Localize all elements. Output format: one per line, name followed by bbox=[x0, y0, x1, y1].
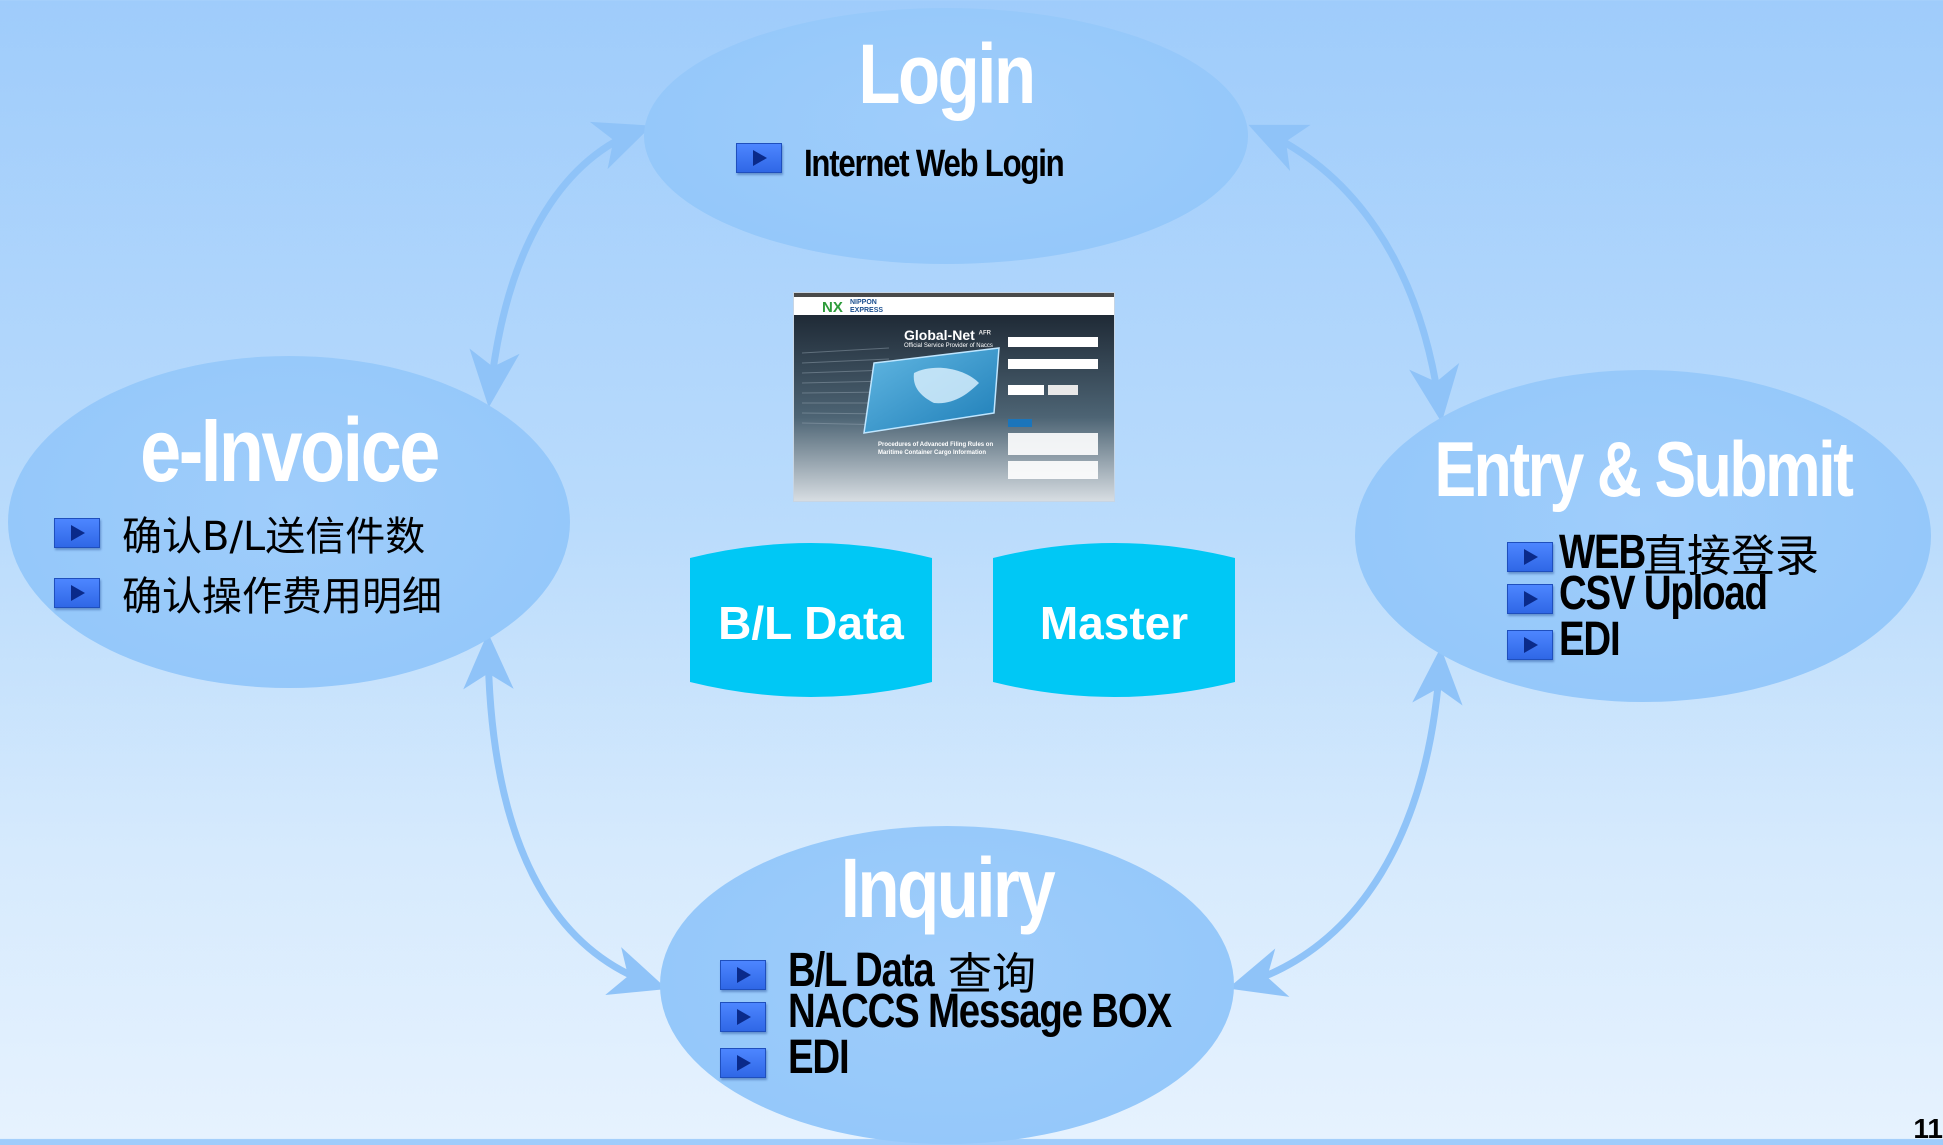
play-bullet-icon bbox=[1507, 542, 1553, 572]
login-title: Login bbox=[858, 27, 1036, 121]
einvoice-ellipse bbox=[8, 356, 570, 688]
einvoice-item-label: 确认操作费用明细 bbox=[122, 574, 442, 620]
entry-title: Entry & Submit bbox=[1434, 425, 1854, 513]
db-cylinder-master: Master bbox=[993, 536, 1235, 704]
einvoice-item: 确认操作费用明细 bbox=[54, 564, 442, 622]
login-ellipse bbox=[644, 8, 1248, 264]
inquiry-group: Inquiry B/L Data 查询 NACCS Message BOX ED… bbox=[660, 826, 1234, 1144]
global-net-caption: Procedures of Advanced Filing Rules on M… bbox=[878, 442, 994, 456]
play-bullet-icon bbox=[736, 142, 782, 173]
cylinder-shape bbox=[993, 543, 1235, 697]
global-net-screenshot: NX NIPPON EXPRESS Global-Net AFR Officia… bbox=[794, 293, 1114, 501]
play-bullet-icon bbox=[1507, 583, 1553, 614]
inquiry-item-bold: B/L Data bbox=[788, 943, 935, 997]
entry-item: WEB 直接登录 bbox=[1507, 520, 1819, 584]
screenshot-art bbox=[794, 293, 1114, 501]
inquiry-item: NACCS Message BOX bbox=[720, 984, 1267, 1039]
play-bullet-icon bbox=[720, 960, 766, 990]
entry-ellipse bbox=[1355, 370, 1931, 702]
inquiry-item-cjk: 查询 bbox=[948, 949, 1036, 1000]
cylinder-shape bbox=[690, 543, 932, 697]
global-net-title: Global-Net AFR bbox=[904, 327, 991, 343]
inquiry-item: EDI bbox=[720, 1030, 864, 1085]
arrow-einvoice-inquiry bbox=[463, 632, 667, 995]
db-cylinder-bl-data: B/L Data bbox=[690, 536, 932, 704]
inquiry-item-bold: EDI bbox=[788, 1031, 850, 1084]
inquiry-item-bold: NACCS Message BOX bbox=[788, 985, 1172, 1038]
page-number: 11 bbox=[1913, 1113, 1943, 1144]
play-bullet-icon bbox=[54, 518, 100, 548]
entry-item-bold: EDI bbox=[1559, 613, 1621, 666]
arrow-entry-inquiry bbox=[1227, 647, 1463, 997]
db-label: B/L Data bbox=[718, 597, 904, 649]
login-item: Internet Web Login bbox=[736, 142, 1120, 186]
einvoice-item: 确认B/L送信件数 bbox=[54, 504, 425, 562]
play-bullet-icon bbox=[720, 1001, 766, 1032]
entry-item: CSV Upload bbox=[1507, 566, 1819, 621]
arrow-login-entry bbox=[1248, 124, 1460, 423]
db-label: Master bbox=[1039, 597, 1189, 649]
global-net-title-suffix: AFR bbox=[978, 330, 992, 337]
einvoice-item-label: 确认B/L送信件数 bbox=[122, 514, 426, 560]
play-bullet-icon bbox=[720, 1047, 766, 1078]
play-bullet-icon bbox=[54, 578, 100, 608]
entry-item-cjk: 直接登录 bbox=[1643, 531, 1819, 582]
nx-logo-text: NX bbox=[822, 299, 843, 316]
inquiry-title: Inquiry bbox=[840, 841, 1056, 935]
einvoice-title: e-Invoice bbox=[140, 401, 440, 501]
einvoice-group: e-Invoice 确认B/L送信件数 确认操作费用明细 bbox=[8, 356, 570, 688]
entry-group: Entry & Submit WEB 直接登录 CSV Upload EDI bbox=[1355, 370, 1931, 702]
login-item-label: Internet Web Login bbox=[804, 143, 1065, 185]
global-net-title-text: Global-Net bbox=[904, 327, 975, 343]
entry-item: EDI bbox=[1507, 612, 1635, 667]
brand-name: NIPPON EXPRESS bbox=[850, 299, 884, 314]
global-net-subtitle: Official Service Provider of Naccs bbox=[904, 343, 993, 349]
arrow-login-einvoice bbox=[469, 121, 652, 408]
login-group: Login Internet Web Login bbox=[644, 8, 1248, 264]
entry-item-bold: CSV Upload bbox=[1559, 567, 1768, 620]
play-bullet-icon bbox=[1507, 629, 1553, 660]
inquiry-item: B/L Data 查询 bbox=[720, 938, 1036, 1002]
nx-logo: NX bbox=[822, 299, 843, 316]
